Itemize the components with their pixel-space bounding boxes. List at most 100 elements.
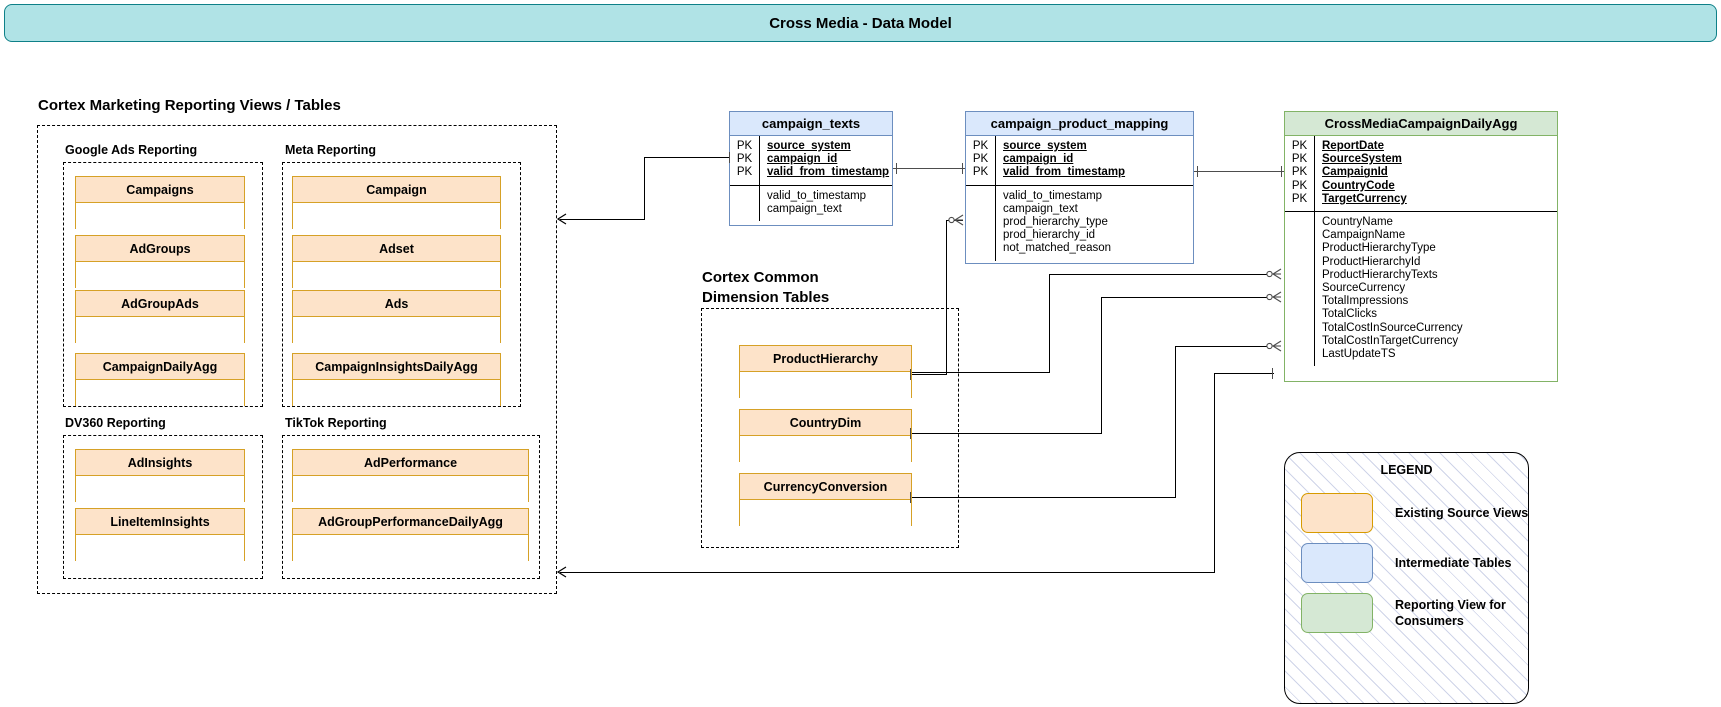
entity-field: valid_from_timestamp — [1003, 166, 1126, 179]
pk-marker: PK — [1291, 153, 1308, 166]
group-title-meta: Meta Reporting — [285, 143, 376, 157]
pk-marker: PK — [972, 140, 989, 152]
entity-field: source_system — [767, 140, 851, 152]
cardinality-one-tick — [1197, 166, 1198, 177]
entity-campaign-product-mapping[interactable]: campaign_product_mapping PK PK PK source… — [965, 111, 1194, 264]
entity-field: valid_to_timestamp — [1003, 189, 1103, 202]
source-view-adgroups[interactable]: AdGroups — [75, 235, 245, 288]
source-view-adinsights[interactable]: AdInsights — [75, 449, 245, 502]
cardinality-one-tick — [1272, 368, 1273, 379]
group-box-google-ads — [63, 162, 263, 407]
source-view-adset[interactable]: Adset — [292, 235, 501, 288]
connector-producthierarchy-to-crossmedia-h — [1049, 274, 1269, 275]
connector-countrydim-to-crossmedia-v — [1101, 297, 1102, 434]
connector-currencyconversion-to-crossmedia-v — [1175, 346, 1176, 498]
entity-title: CrossMediaCampaignDailyAgg — [1285, 112, 1557, 136]
source-view-title: Campaigns — [76, 177, 244, 203]
source-view-title: Campaign — [293, 177, 500, 203]
source-view-campaigninsightsdailyagg[interactable]: CampaignInsightsDailyAgg — [292, 353, 501, 406]
source-view-body — [76, 203, 244, 229]
entity-field: source_system — [1003, 140, 1087, 152]
entity-field: campaign_id — [767, 153, 838, 166]
entity-title: campaign_texts — [730, 112, 892, 136]
source-view-title: CampaignDailyAgg — [76, 354, 244, 380]
entity-crossmedia-campaign-daily-agg[interactable]: CrossMediaCampaignDailyAgg PK PK PK PK P… — [1284, 111, 1558, 382]
source-view-title: AdPerformance — [293, 450, 528, 476]
source-view-body — [76, 380, 244, 406]
group-box-tiktok — [282, 435, 540, 579]
connector-producthierarchy-to-crossmedia-v — [1049, 274, 1050, 373]
source-view-body — [293, 380, 500, 406]
entity-field: prod_hierarchy_type — [1003, 216, 1108, 229]
source-view-ads[interactable]: Ads — [292, 290, 501, 343]
cardinality-one-tick — [910, 492, 911, 503]
source-view-lineiteminsights[interactable]: LineItemInsights — [75, 508, 245, 561]
entity-key-column: PK PK PK — [730, 136, 760, 185]
legend-item-intermediate-tables: Intermediate Tables — [1301, 543, 1511, 583]
source-view-title: AdInsights — [76, 450, 244, 476]
entity-campaign-texts[interactable]: campaign_texts PK PK PK source_system ca… — [729, 111, 893, 226]
arrowhead-icon — [556, 566, 568, 578]
group-title-dv360: DV360 Reporting — [65, 416, 166, 430]
entity-key-column: PK PK PK — [966, 136, 996, 185]
entity-field-column: CountryName CampaignName ProductHierarch… — [1315, 212, 1557, 366]
entity-field: prod_hierarchy_id — [1003, 229, 1096, 242]
source-view-campaign[interactable]: Campaign — [292, 176, 501, 229]
entity-field-column: valid_to_timestamp campaign_text — [760, 186, 892, 221]
entity-field: valid_to_timestamp — [767, 189, 867, 202]
source-view-body — [293, 535, 528, 561]
source-view-body — [293, 203, 500, 229]
entity-field: CampaignId — [1322, 166, 1388, 179]
entity-field: campaign_text — [1003, 202, 1078, 215]
group-title-tiktok: TikTok Reporting — [285, 416, 387, 430]
connector-producthierarchy-to-crossmedia — [912, 372, 1050, 373]
entity-field: CampaignName — [1322, 229, 1406, 242]
source-view-adperformance[interactable]: AdPerformance — [292, 449, 529, 502]
source-view-body — [293, 262, 500, 288]
entity-field: campaign_text — [767, 202, 842, 215]
page-title: Cross Media - Data Model — [769, 14, 952, 32]
source-view-title: Adset — [293, 236, 500, 262]
legend-swatch-orange — [1301, 493, 1373, 533]
dimension-table-currencyconversion[interactable]: CurrencyConversion — [739, 473, 912, 526]
connector-mapping-to-crossmedia — [1194, 171, 1284, 172]
entity-field: not_matched_reason — [1003, 242, 1112, 255]
entity-field: SourceSystem — [1322, 153, 1402, 166]
dimension-table-producthierarchy[interactable]: ProductHierarchy — [739, 345, 912, 398]
cardinality-one-tick — [896, 163, 897, 174]
entity-field-column: valid_to_timestamp campaign_text prod_hi… — [996, 186, 1193, 261]
dimension-table-countrydim[interactable]: CountryDim — [739, 409, 912, 462]
source-view-adgroupads[interactable]: AdGroupAds — [75, 290, 245, 343]
entity-field: ProductHierarchyType — [1322, 242, 1436, 255]
legend-swatch-green — [1301, 593, 1373, 633]
common-dimensions-container — [701, 308, 959, 548]
connector-currencyconversion-to-crossmedia — [912, 497, 1176, 498]
connector-currencyconversion-to-crossmedia-h — [1175, 346, 1269, 347]
dimension-table-body — [740, 500, 911, 526]
legend-label: Reporting View for Consumers — [1395, 597, 1506, 629]
crowsfoot-icon — [1266, 340, 1282, 352]
source-view-campaigns[interactable]: Campaigns — [75, 176, 245, 229]
legend-title: LEGEND — [1380, 463, 1433, 477]
dimension-table-body — [740, 372, 911, 398]
entity-field: TotalCostInTargetCurrency — [1322, 334, 1459, 347]
entity-field: TotalImpressions — [1322, 295, 1409, 308]
connector-sources-to-crossmedia — [560, 572, 1215, 573]
entity-field-column: source_system campaign_id valid_from_tim… — [760, 136, 892, 185]
source-view-campaigndailyagg[interactable]: CampaignDailyAgg — [75, 353, 245, 406]
source-view-body — [293, 317, 500, 343]
connector-countrydim-to-crossmedia — [912, 433, 1102, 434]
crowsfoot-icon — [1266, 291, 1282, 303]
page-title-banner: Cross Media - Data Model — [4, 4, 1717, 42]
connector-sources-to-campaign-texts — [560, 219, 645, 220]
pk-marker: PK — [972, 166, 989, 179]
legend-item-reporting-view: Reporting View for Consumers — [1301, 593, 1506, 633]
source-view-body — [76, 476, 244, 502]
source-view-title: AdGroupPerformanceDailyAgg — [293, 509, 528, 535]
source-view-adgroupperformancedailyagg[interactable]: AdGroupPerformanceDailyAgg — [292, 508, 529, 561]
cardinality-one-tick — [729, 152, 730, 163]
source-view-body — [76, 535, 244, 561]
source-view-title: Ads — [293, 291, 500, 317]
group-box-meta — [282, 162, 521, 407]
entity-attributes: valid_to_timestamp campaign_text prod_hi… — [966, 185, 1193, 261]
